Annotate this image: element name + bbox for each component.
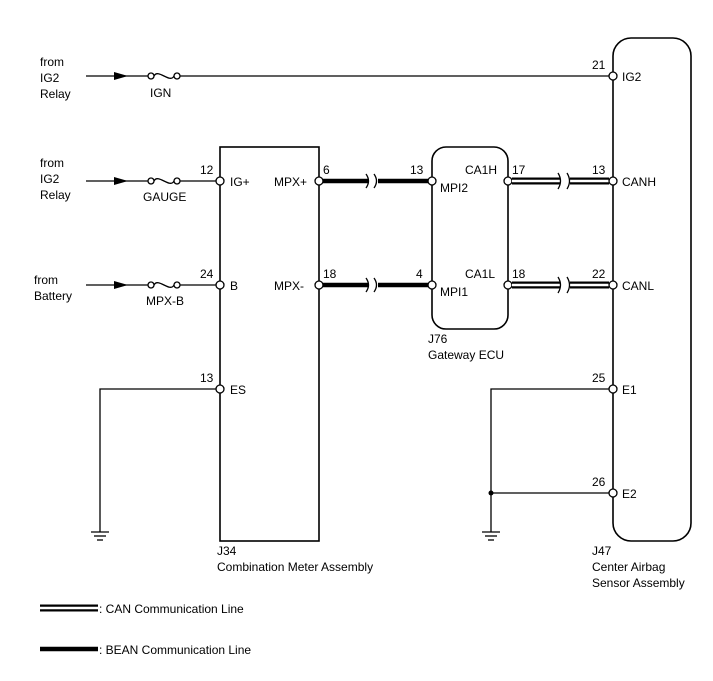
can-line-h bbox=[512, 172, 609, 190]
airbag-name-1: Center Airbag bbox=[592, 560, 665, 574]
junction-dot-icon bbox=[488, 490, 494, 496]
gateway-name: Gateway ECU bbox=[428, 348, 504, 362]
source-ig2-relay-1: from IG2 Relay bbox=[40, 55, 71, 101]
svg-text:CANL: CANL bbox=[622, 279, 654, 293]
legend-can: : CAN Communication Line bbox=[40, 602, 244, 616]
arrow-icon bbox=[114, 72, 128, 80]
pin-ca1h bbox=[503, 176, 513, 186]
svg-text:from: from bbox=[34, 273, 58, 287]
svg-text:IG2: IG2 bbox=[40, 172, 60, 186]
fuse-ign-label: IGN bbox=[150, 86, 171, 100]
fuse-icon bbox=[153, 178, 175, 184]
ground-e1-e2 bbox=[482, 388, 609, 541]
ign-circuit: IGN bbox=[86, 72, 609, 100]
pin-e1 bbox=[608, 384, 618, 394]
gauge-circuit: GAUGE bbox=[86, 177, 216, 204]
pin-e2 bbox=[608, 488, 618, 498]
arrow-icon bbox=[114, 281, 128, 289]
pin-mpx-minus bbox=[314, 280, 324, 290]
pin-canl bbox=[608, 280, 618, 290]
svg-text:18: 18 bbox=[512, 267, 526, 281]
svg-text:25: 25 bbox=[592, 371, 606, 385]
svg-text:17: 17 bbox=[512, 163, 526, 177]
svg-text:CA1H: CA1H bbox=[465, 163, 497, 177]
ground-es bbox=[91, 388, 216, 541]
svg-text:from: from bbox=[40, 55, 64, 69]
airbag-code: J47 bbox=[592, 544, 612, 558]
legend-bean: : BEAN Communication Line bbox=[40, 643, 251, 657]
svg-text:MPI2: MPI2 bbox=[440, 181, 468, 195]
pin-canh bbox=[608, 176, 618, 186]
svg-text:Relay: Relay bbox=[40, 188, 71, 202]
fuse-terminal-icon bbox=[147, 72, 155, 80]
break-icon bbox=[557, 276, 571, 294]
combination-meter: 12 IG+ 24 B 13 ES 6 MPX+ 18 MPX- J34 Com… bbox=[200, 146, 373, 574]
fuse-mpxb-label: MPX-B bbox=[146, 294, 184, 308]
pin-ig-plus bbox=[215, 176, 225, 186]
bean-line-mpx-minus bbox=[323, 277, 428, 293]
break-icon bbox=[365, 173, 378, 189]
svg-text:Relay: Relay bbox=[40, 87, 71, 101]
source-battery: from Battery bbox=[34, 273, 72, 303]
svg-text:26: 26 bbox=[592, 475, 606, 489]
svg-text:18: 18 bbox=[323, 267, 337, 281]
arrow-icon bbox=[114, 177, 128, 185]
svg-text:E1: E1 bbox=[622, 383, 637, 397]
svg-text:24: 24 bbox=[200, 267, 214, 281]
svg-text:ES: ES bbox=[230, 383, 246, 397]
svg-text:Battery: Battery bbox=[34, 289, 72, 303]
fuse-gauge-label: GAUGE bbox=[143, 190, 186, 204]
svg-text:from: from bbox=[40, 156, 64, 170]
pin-b bbox=[215, 280, 225, 290]
pin-mpi2 bbox=[427, 176, 437, 186]
bean-line-mpx-plus bbox=[323, 173, 428, 189]
mpxb-circuit: MPX-B bbox=[86, 281, 216, 308]
svg-text:E2: E2 bbox=[622, 487, 637, 501]
fuse-terminal-icon bbox=[147, 281, 155, 289]
svg-text:CANH: CANH bbox=[622, 175, 656, 189]
can-line-l bbox=[512, 276, 609, 294]
svg-text:MPI1: MPI1 bbox=[440, 285, 468, 299]
fuse-terminal-icon bbox=[173, 177, 181, 185]
fuse-terminal-icon bbox=[173, 72, 181, 80]
gateway-ecu: 13 MPI2 4 MPI1 CA1H 17 CA1L 18 J76 Gatew… bbox=[410, 146, 526, 362]
legend-bean-label: : BEAN Communication Line bbox=[99, 643, 251, 657]
svg-text:CA1L: CA1L bbox=[465, 267, 495, 281]
break-icon bbox=[365, 277, 378, 293]
fuse-icon bbox=[153, 73, 175, 79]
meter-name: Combination Meter Assembly bbox=[217, 560, 373, 574]
fuse-terminal-icon bbox=[147, 177, 155, 185]
break-icon bbox=[557, 172, 571, 190]
center-airbag-sensor: 21 IG2 13 CANH 22 CANL 25 E1 26 E2 J47 C… bbox=[592, 37, 692, 590]
svg-text:B: B bbox=[230, 279, 238, 293]
pin-mpi1 bbox=[427, 280, 437, 290]
pin-ig2 bbox=[608, 71, 618, 81]
pin-ca1l bbox=[503, 280, 513, 290]
svg-text:6: 6 bbox=[323, 163, 330, 177]
fuse-terminal-icon bbox=[173, 281, 181, 289]
svg-text:MPX-: MPX- bbox=[274, 279, 304, 293]
legend-can-label: : CAN Communication Line bbox=[99, 602, 244, 616]
svg-text:13: 13 bbox=[592, 163, 606, 177]
source-ig2-relay-2: from IG2 Relay bbox=[40, 156, 71, 202]
pin-es bbox=[215, 384, 225, 394]
svg-text:13: 13 bbox=[410, 163, 424, 177]
svg-text:21: 21 bbox=[592, 58, 606, 72]
svg-text:4: 4 bbox=[416, 267, 423, 281]
svg-text:IG2: IG2 bbox=[622, 70, 642, 84]
meter-code: J34 bbox=[217, 544, 237, 558]
pin-mpx-plus bbox=[314, 176, 324, 186]
svg-text:IG2: IG2 bbox=[40, 71, 60, 85]
gateway-code: J76 bbox=[428, 332, 448, 346]
svg-text:22: 22 bbox=[592, 267, 606, 281]
svg-text:13: 13 bbox=[200, 371, 214, 385]
airbag-name-2: Sensor Assembly bbox=[592, 576, 685, 590]
fuse-icon bbox=[153, 282, 175, 288]
svg-text:12: 12 bbox=[200, 163, 214, 177]
svg-text:IG+: IG+ bbox=[230, 175, 250, 189]
svg-text:MPX+: MPX+ bbox=[274, 175, 307, 189]
